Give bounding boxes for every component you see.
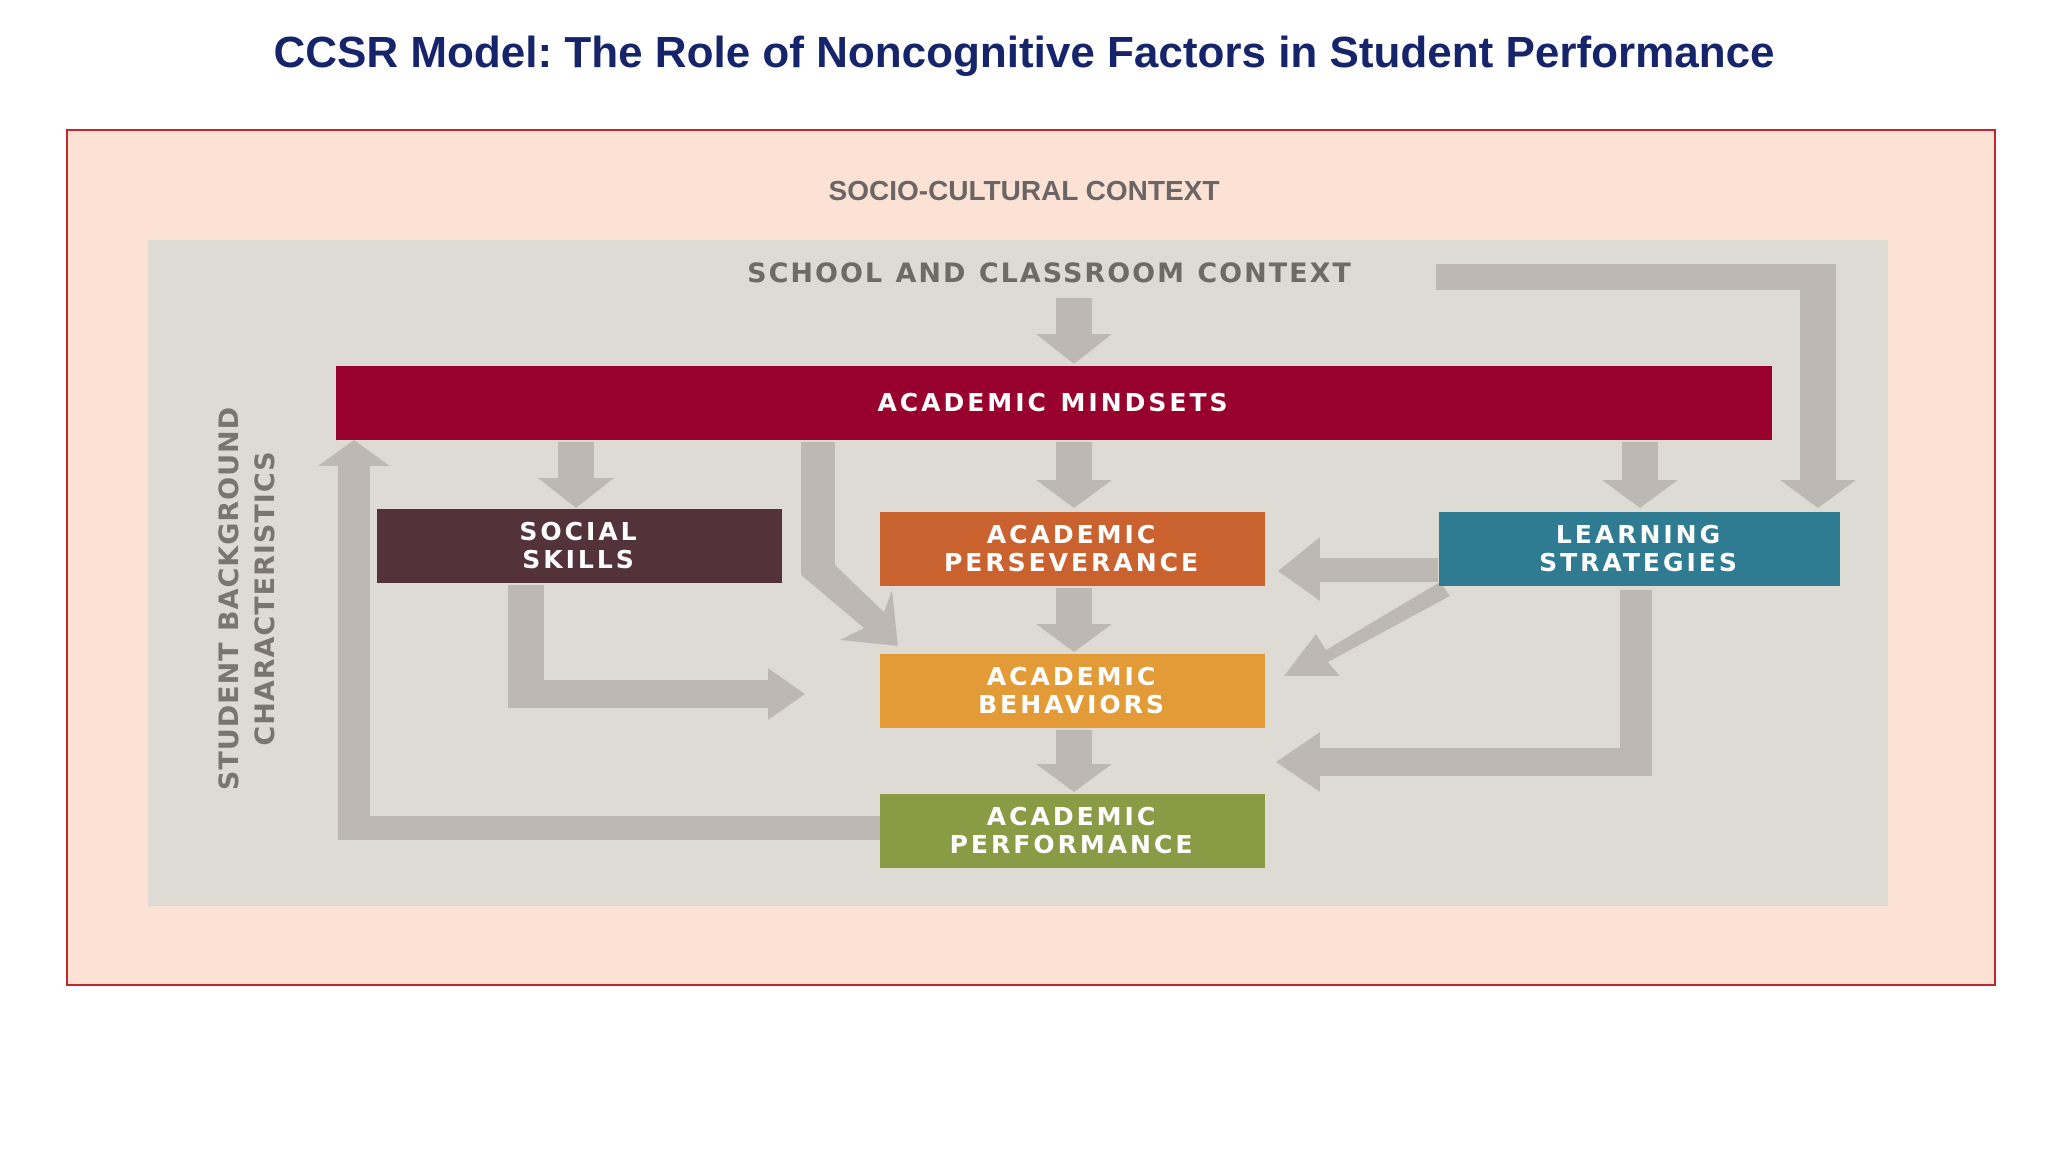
arrow-mindsets-to-learning-strategies bbox=[1602, 442, 1678, 508]
arrow-mindsets-to-behaviors bbox=[801, 442, 898, 646]
academic-mindsets-box: ACADEMIC MINDSETS bbox=[336, 366, 1772, 440]
academic-behaviors-box: ACADEMIC BEHAVIORS bbox=[880, 654, 1265, 728]
arrow-social-skills-to-behaviors bbox=[508, 585, 805, 720]
socio-cultural-context-label: SOCIO-CULTURAL CONTEXT bbox=[828, 175, 1220, 206]
arrow-context-to-mindsets bbox=[1036, 298, 1112, 364]
arrow-performance-to-mindsets bbox=[318, 440, 880, 840]
arrow-learning-to-behaviors bbox=[1284, 582, 1450, 676]
arrow-learning-to-perseverance bbox=[1278, 537, 1438, 601]
social-skills-box: SOCIAL SKILLS bbox=[377, 509, 782, 583]
arrow-context-to-learning-strategies bbox=[1436, 264, 1856, 508]
arrow-behaviors-to-performance bbox=[1036, 730, 1112, 792]
academic-performance-box: ACADEMIC PERFORMANCE bbox=[880, 794, 1265, 868]
academic-perseverance-box: ACADEMIC PERSEVERANCE bbox=[880, 512, 1265, 586]
page-title: CCSR Model: The Role of Noncognitive Fac… bbox=[273, 28, 1775, 77]
school-classroom-context-label: SCHOOL AND CLASSROOM CONTEXT bbox=[747, 258, 1353, 289]
learning-strategies-box: LEARNING STRATEGIES bbox=[1439, 512, 1840, 586]
arrow-perseverance-to-behaviors bbox=[1036, 588, 1112, 652]
arrow-learning-to-performance bbox=[1276, 590, 1652, 792]
arrow-mindsets-to-perseverance bbox=[1036, 442, 1112, 508]
arrow-mindsets-to-social-skills bbox=[538, 442, 614, 508]
